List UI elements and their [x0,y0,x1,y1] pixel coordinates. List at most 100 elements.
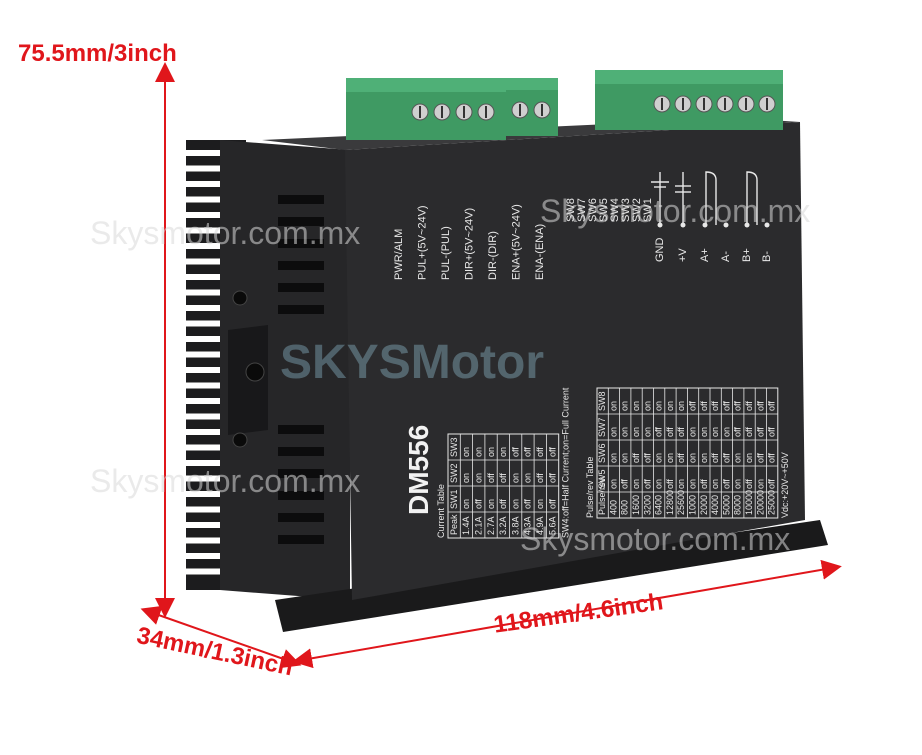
table-cell: on [642,427,652,437]
table-cell: on [498,447,508,457]
table-cell: off [523,499,533,509]
table-cell: off [620,479,630,489]
heatsink-fin [186,367,222,373]
table-cell: on [631,427,641,437]
table-cell: on [699,427,709,437]
table-cell: on [473,447,483,457]
table-cell: 2000 [699,495,709,515]
heatsink-fin [186,243,222,249]
table-cell: on [654,479,664,489]
table-cell: on [710,427,720,437]
table-cell: on [744,453,754,463]
signal-label: DIR+(5V~24V) [464,208,476,280]
table-cell: 400 [608,500,618,515]
table-cell: off [744,427,754,437]
table-cell: on [473,473,483,483]
table-cell: on [688,453,698,463]
table-cell: off [535,447,545,457]
table-cell: off [676,453,686,463]
heatsink-fin [186,413,222,420]
table-cell: on [676,401,686,411]
watermark-middle: Skysmotor.com.mx [90,463,360,499]
table-cell: off [510,447,520,457]
table-cell: on [510,499,520,509]
vent-slot [278,195,324,204]
heatsink-fin [186,382,222,389]
pulse-table: Pulse/revSW5SW6SW7SW8400onononon800offon… [585,387,790,519]
table-cell: off [744,401,754,411]
table-cell: off [642,453,652,463]
table-cell: on [676,479,686,489]
heatsink-fin [186,212,222,218]
table-cell: on [608,479,618,489]
table-cell: 3.8A [510,516,520,535]
table-cell: on [733,479,743,489]
table-cell: off [721,479,731,489]
table-cell: on [486,447,496,457]
power-label: B+ [741,248,753,262]
table-cell: 2.1A [473,516,483,535]
table-cell: 2.7A [486,516,496,535]
heatsink-fin [186,351,222,358]
table-cell: off [721,401,731,411]
heatsink-fin [186,196,222,203]
heatsink-fin [186,444,222,451]
table-cell: on [608,453,618,463]
table-cell: off [710,401,720,411]
table-cell: off [755,401,765,411]
table-header-cell: SW3 [449,437,459,457]
table-cell: off [523,447,533,457]
table-header-cell: SW5 [597,469,607,489]
table-cell: off [486,473,496,483]
table-cell: on [688,479,698,489]
table-cell: off [642,479,652,489]
table-cell: 25000 [767,490,777,515]
table-cell: on [699,453,709,463]
table-header-cell: SW8 [597,391,607,411]
current-table: PeakSW1SW2SW31.4Aononon2.1Aoffonon2.7Aon… [436,387,571,539]
side-plate [220,140,350,600]
signal-label: PUL-(PUL) [440,226,452,280]
heatsink-fin [186,522,222,528]
vent-slot [278,261,324,270]
power-label: B- [761,251,773,262]
terminal-dot [764,222,770,228]
power-terminal-block [595,70,783,130]
width-dimension-line [292,559,842,669]
table-cell: off [498,473,508,483]
table-cell: 3200 [642,495,652,515]
mount-hole-top [232,290,248,306]
table-cell: on [461,499,471,509]
table-cell: off [665,479,675,489]
vent-slot [278,217,324,226]
heatsink-fin [186,150,222,156]
heatsink-fin [186,258,222,265]
vent-slot [278,425,324,434]
table-header-cell: SW6 [597,443,607,463]
signal-label: PUL+(5V~24V) [417,205,429,280]
table-cell: off [535,473,545,483]
table-header-cell: Peak [449,514,459,535]
table-cell: 25600 [676,490,686,515]
table-cell: on [755,479,765,489]
table-cell: 1000 [688,495,698,515]
pulse-table-title: Pulse/rev Table [585,457,595,518]
current-table-title: Current Table [436,484,446,538]
table-cell: off [721,453,731,463]
base-flange [275,520,828,632]
switch-label: SW8 [565,198,577,222]
table-cell: off [547,447,557,457]
table-cell: 6400 [654,495,664,515]
table-header-cell: Pulse/rev [597,477,607,515]
current-table-note: SW4:off=Half Current;on=Full Current [561,387,571,538]
watermark-bottom: Skysmotor.com.mx [520,521,790,557]
table-cell: on [733,453,743,463]
heatsink-fin [186,181,222,187]
table-cell: off [547,499,557,509]
heatsink-fin [186,429,222,435]
table-header-cell: SW1 [449,489,459,509]
